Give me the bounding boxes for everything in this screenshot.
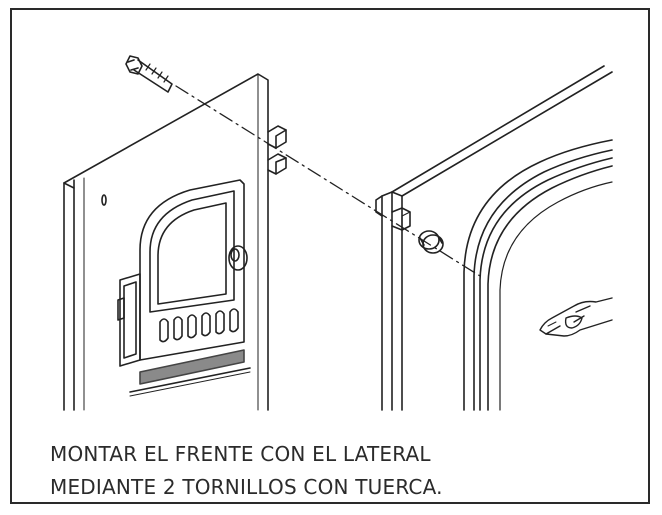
nut-icon [418,230,444,254]
screw-icon [125,55,173,93]
side-panel [375,65,613,411]
instruction-caption: MONTAR EL FRENTE CON EL LATERAL MEDIANTE… [50,438,630,504]
caption-line-1: MONTAR EL FRENTE CON EL LATERAL [50,442,431,466]
diagram-frame [10,8,650,504]
caption-line-2: MEDIANTE 2 TORNILLOS CON TUERCA. [50,475,443,499]
panel-bracket [267,125,287,175]
assembly-diagram [63,55,613,411]
alignment-line [175,85,481,277]
hand-pointing-icon [539,297,613,337]
front-panel [63,73,287,411]
door-knob [228,245,248,271]
stove-door [117,179,251,397]
